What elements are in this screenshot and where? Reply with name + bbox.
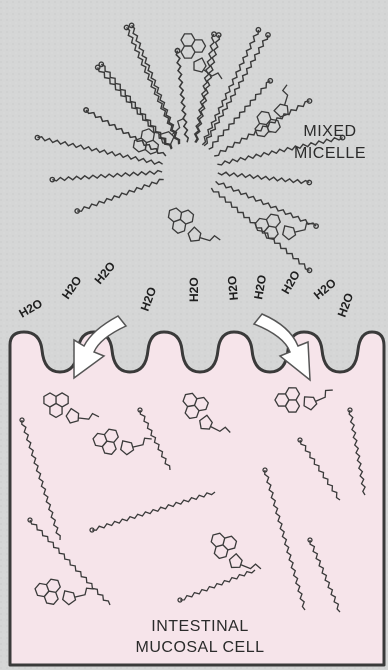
cell-label-line2: MUCOSAL CELL: [136, 639, 265, 656]
water-molecule-label: H2O: [187, 277, 201, 302]
micelle-label-line1: MIXED: [303, 123, 356, 140]
micelle-label-line2: MICELLE: [294, 145, 366, 162]
cell-label-line1: INTESTINAL: [151, 618, 248, 635]
water-molecule-label: H2O: [225, 275, 241, 301]
